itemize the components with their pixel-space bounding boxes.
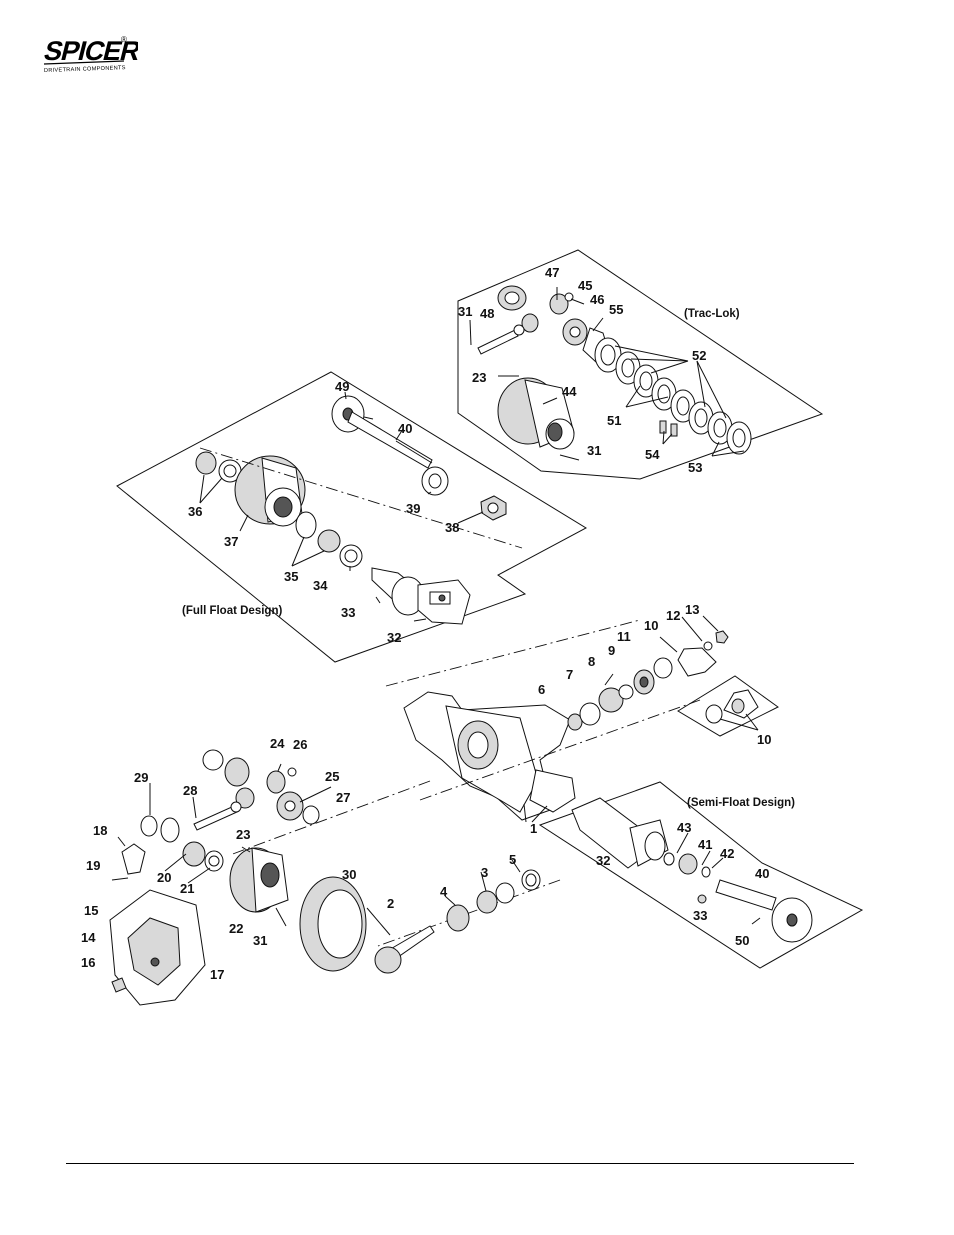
callout-55: 55 [609, 302, 623, 317]
logo-tagline: DRIVETRAIN COMPONENTS [44, 65, 126, 74]
callout-45: 45 [578, 278, 592, 293]
callout-19: 19 [86, 858, 100, 873]
callout-40: 40 [755, 866, 769, 881]
callout-29: 29 [134, 770, 148, 785]
callout-4: 4 [440, 884, 448, 899]
callout-18: 18 [93, 823, 107, 838]
callout-21: 21 [180, 881, 194, 896]
callout-38: 38 [445, 520, 459, 535]
callout-46: 46 [590, 292, 604, 307]
callout-33: 33 [341, 605, 355, 620]
callout-1: 1 [530, 821, 537, 836]
callout-27: 27 [336, 790, 350, 805]
callout-7: 7 [566, 667, 573, 682]
callout-2: 2 [387, 896, 394, 911]
callout-31: 31 [587, 443, 601, 458]
callout-51: 51 [607, 413, 621, 428]
callout-23: 23 [472, 370, 486, 385]
callout-41: 41 [698, 837, 712, 852]
footer-rule [66, 1163, 854, 1164]
callout-20: 20 [157, 870, 171, 885]
callout-10: 10 [757, 732, 771, 747]
callout-42: 42 [720, 846, 734, 861]
callout-25: 25 [325, 769, 339, 784]
callout-31: 31 [253, 933, 267, 948]
callout-36: 36 [188, 504, 202, 519]
callout-53: 53 [688, 460, 702, 475]
semi-float-inset [538, 781, 864, 969]
callout-47: 47 [545, 265, 559, 280]
caption-semi-float: (Semi-Float Design) [687, 797, 795, 809]
differential-cover [109, 889, 206, 1006]
callout-26: 26 [293, 737, 307, 752]
callout-54: 54 [645, 447, 660, 462]
differential-parts [109, 749, 541, 1006]
callout-14: 14 [81, 930, 96, 945]
callout-31: 31 [458, 304, 472, 319]
callout-17: 17 [210, 967, 224, 982]
callout-32: 32 [596, 853, 610, 868]
callout-11: 11 [617, 629, 631, 644]
companion-flange-inset [677, 675, 779, 737]
callout-30: 30 [342, 867, 356, 882]
logo-registered-mark: ® [121, 35, 127, 44]
callout-22: 22 [229, 921, 243, 936]
pinion-side-parts [567, 615, 729, 731]
callout-23: 23 [236, 827, 250, 842]
clutch-pack [582, 327, 752, 455]
axle-housing [229, 619, 701, 947]
callout-15: 15 [84, 903, 98, 918]
callout-37: 37 [224, 534, 238, 549]
callout-39: 39 [406, 501, 420, 516]
callout-43: 43 [677, 820, 691, 835]
logo-wordmark: SPICER [41, 35, 138, 66]
callout-52: 52 [692, 348, 706, 363]
callout-5: 5 [509, 852, 516, 867]
callout-6: 6 [538, 682, 545, 697]
caption-full-float: (Full Float Design) [182, 605, 282, 617]
callout-13: 13 [685, 602, 699, 617]
trac-lok-inset [457, 249, 824, 480]
caption-trac-lok: (Trac-Lok) [684, 308, 740, 320]
callout-10: 10 [644, 618, 658, 633]
callout-49: 49 [335, 379, 349, 394]
callout-28: 28 [183, 783, 197, 798]
callout-48: 48 [480, 306, 494, 321]
full-float-inset [116, 371, 588, 663]
callout-33: 33 [693, 908, 707, 923]
callout-50: 50 [735, 933, 749, 948]
callout-40: 40 [398, 421, 412, 436]
spicer-logo: SPICER ® DRIVETRAIN COMPONENTS [38, 30, 144, 78]
callout-44: 44 [562, 384, 577, 399]
callout-24: 24 [270, 736, 285, 751]
callout-34: 34 [313, 578, 328, 593]
callout-9: 9 [608, 643, 615, 658]
callout-labels: 31 48 47 45 46 55 52 23 44 51 54 31 53 4… [81, 265, 771, 982]
callout-8: 8 [588, 654, 595, 669]
callout-3: 3 [481, 865, 488, 880]
callout-35: 35 [284, 569, 298, 584]
callout-12: 12 [666, 608, 680, 623]
callout-16: 16 [81, 955, 95, 970]
callout-32: 32 [387, 630, 401, 645]
